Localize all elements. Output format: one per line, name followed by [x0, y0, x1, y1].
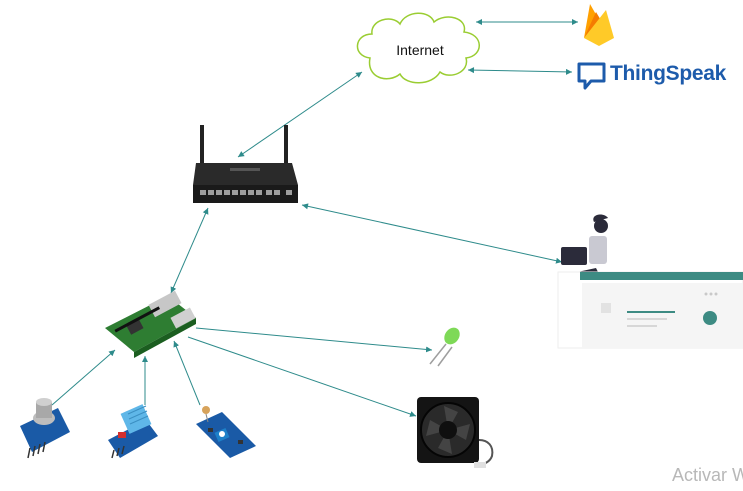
thingspeak-label: ThingSpeak [610, 62, 727, 85]
arrow-router-pi [170, 207, 209, 294]
arrow-router-cloud [237, 71, 363, 158]
cooling-fan-icon [417, 397, 494, 468]
arrow-pi-led [195, 327, 433, 353]
connections [51, 19, 578, 417]
internet-cloud-icon [356, 12, 480, 84]
activation-watermark: Activar W [672, 465, 743, 485]
arrow-ldr-pi [173, 340, 201, 406]
green-led-icon [429, 327, 460, 367]
thingspeak-logo-icon [577, 62, 606, 90]
dht11-sensor-module-icon [108, 404, 158, 459]
gas-sensor-module-icon [20, 398, 70, 459]
ldr-sensor-module-icon [196, 406, 256, 458]
firebase-flame-icon [584, 4, 614, 46]
raspberry-pi-board-icon [105, 290, 196, 358]
arrow-gas-pi [51, 349, 116, 406]
web-dashboard-icon [557, 271, 743, 349]
internet-label: Internet [396, 42, 444, 58]
dlink-router-icon [193, 125, 298, 203]
arrow-pi-fan [187, 336, 417, 417]
arrow-cloud-thingspeak [467, 67, 573, 75]
arrow-router-user [301, 203, 563, 264]
